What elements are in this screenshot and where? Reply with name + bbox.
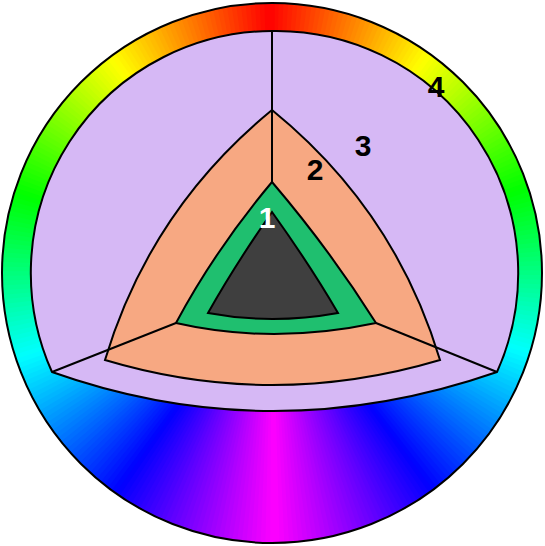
callout-number: 1 <box>259 203 276 233</box>
callout-number: 2 <box>307 155 324 185</box>
callout-number: 4 <box>428 72 445 102</box>
rainbow-ring <box>2 3 542 543</box>
cut-line <box>52 323 176 372</box>
outer-layer <box>31 31 518 411</box>
inner-layer <box>176 182 376 334</box>
outer-circle <box>2 3 542 543</box>
cut-line <box>376 323 497 372</box>
callout-number: 3 <box>355 131 372 161</box>
cut-line <box>271 31 273 182</box>
